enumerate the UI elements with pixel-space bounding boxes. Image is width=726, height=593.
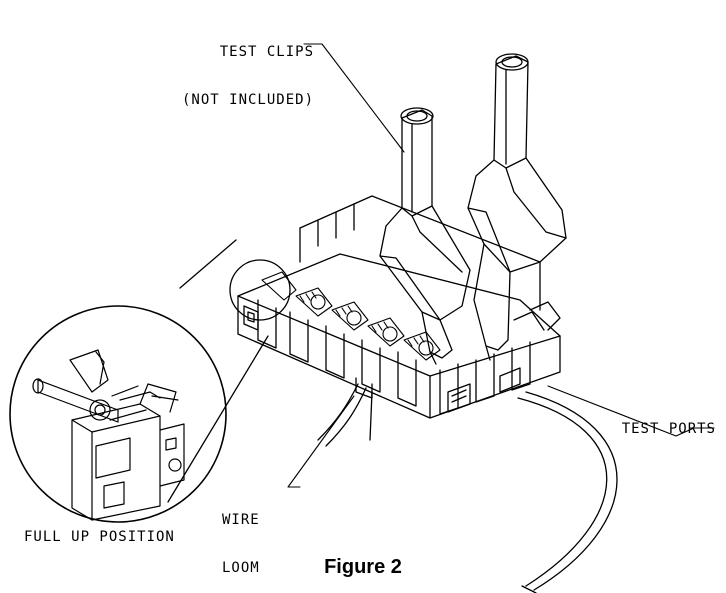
test-clips-label-line1: TEST CLIPS [219,44,315,60]
wire-loom-label-line1: WIRE [222,512,260,528]
test-clips-label-line2: (NOT INCLUDED) [182,92,315,108]
detail-circle [10,306,226,522]
magnified-area-circle [230,260,290,320]
magnifier-tangent-top [180,240,236,288]
leader-test-clips [304,44,404,152]
port-latches [262,272,440,360]
test-lead-cable-outer [518,398,607,586]
wire-loom-strand-3 [370,392,372,440]
full-up-position-label: FULL UP POSITION [24,529,175,545]
block-end-tab [530,302,560,330]
wire-loom-strand-2 [326,388,366,446]
detail-clip-full-up [33,350,184,520]
detail-magnifier [10,240,290,522]
test-clip-right [468,54,566,360]
test-ports-label: TEST PORTS [621,421,716,437]
test-lead-cable-inner [526,392,617,590]
test-clip-left [380,108,470,364]
test-clips-callout: TEST CLIPS (NOT INCLUDED) [182,12,314,140]
test-lead-cable-end [522,586,536,593]
wire-loom-callout: WIRE LOOM [222,480,260,593]
leader-wire-loom [288,396,354,487]
figure-caption: Figure 2 [324,556,402,578]
wires [318,384,617,593]
wire-loom-strand-1 [318,384,358,440]
connector-block [238,196,560,418]
leader-lines [288,44,714,487]
leader-test-ports [548,386,714,436]
magnifier-tangent-bottom [168,336,268,502]
wire-loom-label-line2: LOOM [222,560,260,576]
